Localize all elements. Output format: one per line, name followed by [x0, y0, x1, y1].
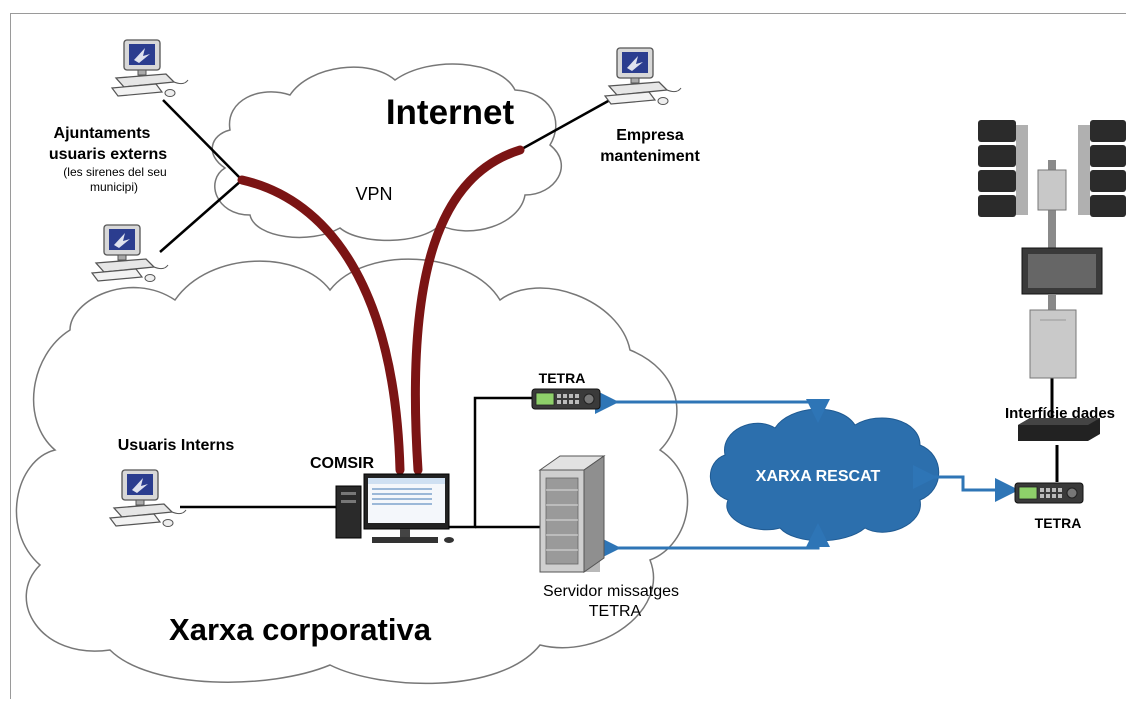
ajuntaments-label-line2: usuaris externs: [49, 146, 167, 163]
vpn-label: VPN: [355, 184, 392, 204]
vpn-link-empresa: [410, 145, 525, 475]
usuaris-interns-label: Usuaris Interns: [118, 437, 235, 454]
radio-link-server: [597, 523, 830, 560]
tetra-radio-right-icon: [1014, 482, 1084, 504]
servidor-label-line1: Servidor missatges: [543, 583, 679, 600]
internet-cloud: [211, 63, 563, 242]
ajuntaments-pc-top-icon: [111, 39, 189, 98]
servidor-label-line2: TETRA: [589, 603, 642, 620]
xarxa-corporativa-label: Xarxa corporativa: [169, 612, 432, 647]
empresa-label-line1: Empresa: [616, 127, 684, 144]
radio-link-top: [595, 390, 830, 423]
comsir-label: COMSIR: [310, 455, 374, 472]
link-ajuntaments-bottom: [159, 179, 243, 253]
tetra-right-label: TETRA: [1035, 515, 1082, 531]
ajuntaments-label-line1: Ajuntaments: [54, 125, 151, 142]
empresa-label-line2: manteniment: [600, 148, 700, 165]
data-interface-device-icon: [1018, 418, 1100, 441]
diagram-frame: [10, 13, 1126, 699]
link-empresa: [519, 98, 611, 152]
siren-mast-icon: [978, 120, 1126, 379]
ajuntaments-label-line4: municipi): [90, 180, 138, 194]
link-ajuntaments-top: [162, 99, 243, 181]
tetra-radio-top-icon: [531, 388, 601, 410]
tetra-top-label: TETRA: [539, 370, 586, 386]
vpn-link-ajuntaments: [237, 175, 405, 475]
ajuntaments-pc-bottom-icon: [91, 224, 169, 283]
link-comsir-tetra: [445, 396, 533, 529]
ajuntaments-label-line3: (les sirenes del seu: [63, 165, 166, 179]
radio-link-right: [913, 465, 1019, 502]
comsir-workstation-icon: [335, 473, 454, 543]
interficie-dades-label: Interfície dades: [1005, 405, 1115, 422]
xarxa-rescat-label: XARXA RESCAT: [756, 468, 881, 485]
corporate-network-cloud: [15, 258, 689, 685]
internet-label: Internet: [386, 93, 515, 132]
tetra-message-server-icon: [538, 455, 606, 573]
empresa-pc-icon: [604, 47, 682, 106]
